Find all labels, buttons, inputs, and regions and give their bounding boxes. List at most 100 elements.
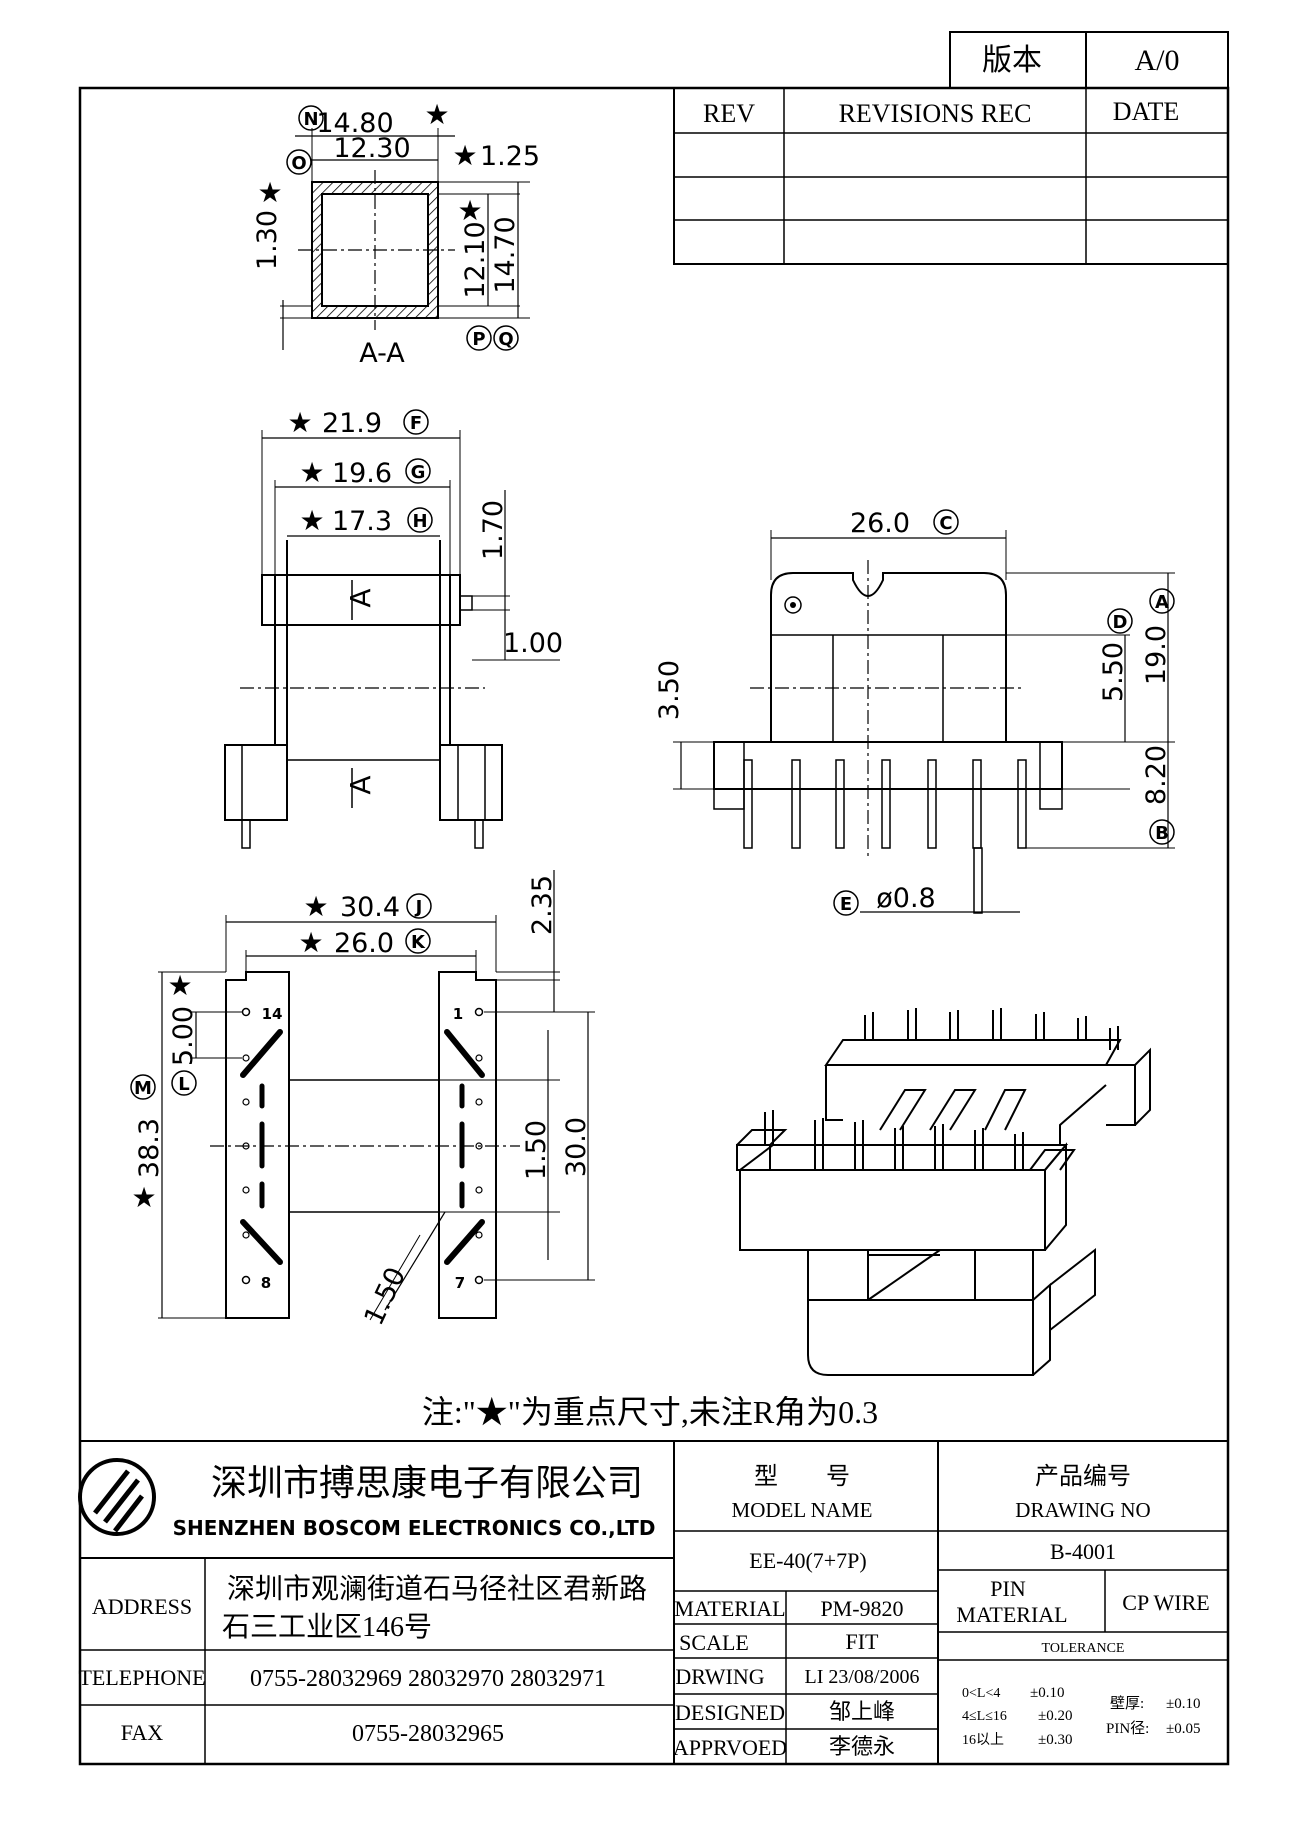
scale-label: SCALE [679, 1630, 749, 1655]
mark-c: C [939, 513, 952, 534]
dim-side-top: 1.70 [478, 500, 509, 560]
company-logo [78, 1458, 156, 1536]
mark-l: L [178, 1074, 189, 1095]
star-n: ★ [424, 98, 449, 131]
mark-m: M [134, 1078, 152, 1099]
bottom-slots [240, 1029, 485, 1265]
front-pins [743, 759, 1027, 849]
drawing-no-label-cn: 产品编号 [1035, 1463, 1131, 1490]
dim-outer-width: 14.80 [316, 108, 393, 139]
mark-g: G [411, 462, 426, 483]
tol-wall-label: 壁厚: [1110, 1695, 1144, 1712]
telephone-value: 0755-28032969 28032970 28032971 [250, 1666, 606, 1692]
pin-value: CP WIRE [1122, 1590, 1209, 1615]
version-label: 版本 [982, 44, 1042, 77]
tol-r2-val: ±0.20 [1038, 1708, 1072, 1724]
dim-bottom-top: 2.35 [527, 875, 558, 935]
dim-mid: 1.50 [521, 1120, 552, 1180]
bottom-view: ★ 30.4 J ★ 26.0 K [130, 870, 595, 1331]
address-label: ADDRESS [92, 1594, 192, 1619]
rev-header: REV [703, 99, 755, 128]
scale-value: FIT [846, 1629, 880, 1654]
dim-c: 26.0 [850, 508, 910, 539]
dim-a: 19.0 [1141, 625, 1172, 685]
section-mark-top: A [344, 588, 377, 607]
star-m: ★ [131, 1181, 156, 1214]
bottom-pin-holes [241, 1007, 484, 1285]
dim-inner-width: 12.30 [333, 133, 410, 164]
tol-wall-val: ±0.10 [1166, 1696, 1200, 1712]
drawing-label: DRWING [675, 1664, 764, 1689]
version-value: A/0 [1135, 44, 1180, 77]
dim-wall-left: 1.30 [252, 210, 283, 270]
fax-label: FAX [121, 1720, 163, 1745]
drawing-frame [78, 86, 1230, 1766]
note-text: 注:"★"为重点尺寸,未注R角为0.3 [422, 1394, 878, 1430]
tol-r1-range: 0<L<4 [962, 1686, 1000, 1701]
mark-j: J [414, 897, 423, 918]
dim-l: 5.00 [168, 1006, 199, 1066]
drawing-value: LI 23/08/2006 [805, 1666, 920, 1688]
tol-r3-val: ±0.30 [1038, 1732, 1072, 1748]
mark-d: D [1113, 612, 1128, 633]
isometric-view [736, 1008, 1151, 1376]
pin-label-2: MATERIAL [956, 1602, 1067, 1627]
mark-n: N [303, 109, 318, 130]
dim-g: 19.6 [332, 458, 392, 489]
pin-label-1: PIN [990, 1576, 1026, 1601]
mark-p: P [472, 329, 485, 350]
revisions-rec-header: REVISIONS REC [839, 99, 1032, 128]
material-label: MATERIAL [674, 1596, 785, 1621]
dim-bottom-right: 30.0 [561, 1117, 592, 1177]
front-view: 26.0 C 3.50 [654, 508, 1175, 916]
mark-k: K [411, 932, 426, 953]
telephone-label: TELEPHONE [78, 1665, 205, 1690]
date-header: DATE [1113, 97, 1179, 126]
section-mark-bottom: A [344, 775, 377, 794]
tol-r2-range: 4≤L≤16 [962, 1709, 1007, 1724]
pin-7-label: 7 [455, 1274, 465, 1292]
tol-pin-label: PIN径: [1106, 1720, 1149, 1737]
section-label: A-A [359, 338, 405, 369]
mark-f: F [410, 413, 422, 434]
star-l: ★ [167, 969, 192, 1002]
drawing-no-label-en: DRAWING NO [1015, 1498, 1150, 1522]
tol-r1-val: ±0.10 [1030, 1685, 1064, 1701]
model-value: EE-40(7+7P) [749, 1548, 867, 1573]
mark-b: B [1155, 823, 1169, 844]
tolerance-label: TOLERANCE [1042, 1641, 1125, 1656]
star-inner-height: ★ [457, 194, 482, 227]
pin-1-label: 1 [453, 1005, 463, 1023]
tol-r3-range: 16以上 [962, 1732, 1004, 1748]
mark-h: H [412, 511, 427, 532]
pin-14-label: 14 [262, 1005, 283, 1023]
model-label-cn: 型 号 [754, 1463, 850, 1490]
company-name-cn: 深圳市搏思康电子有限公司 [211, 1463, 643, 1503]
fax-value: 0755-28032965 [352, 1721, 504, 1747]
dim-pin: ø0.8 [876, 883, 935, 914]
designed-value: 邹上峰 [829, 1699, 895, 1724]
star-g: ★ [299, 456, 324, 489]
dim-k: 26.0 [334, 928, 394, 959]
approved-label: APPRVOED [673, 1735, 787, 1760]
dim-b: 8.20 [1141, 745, 1172, 805]
dim-f: 21.9 [322, 408, 382, 439]
dim-wall: 1.25 [480, 141, 540, 172]
star-k: ★ [298, 926, 323, 959]
model-label-en: MODEL NAME [732, 1498, 873, 1522]
dim-j: 30.4 [340, 892, 400, 923]
version-box: 版本 A/0 [949, 31, 1229, 89]
star-j: ★ [303, 890, 328, 923]
side-view: ★ 21.9 F ★ 19.6 G ★ 17.3 H A A [224, 406, 563, 849]
star-wall-left: ★ [257, 176, 282, 209]
dim-m: 38.3 [134, 1118, 165, 1178]
star-f: ★ [287, 406, 312, 439]
address-line2: 石三工业区146号 [222, 1612, 432, 1643]
dim-diag: 1.50 [359, 1263, 413, 1331]
mark-q: Q [498, 329, 513, 350]
title-block: 深圳市搏思康电子有限公司 SHENZHEN BOSCOM ELECTRONICS… [78, 1440, 1228, 1764]
tol-pin-val: ±0.05 [1166, 1721, 1200, 1737]
revisions-table: REV REVISIONS REC DATE [673, 87, 1229, 265]
dim-front-left: 3.50 [654, 660, 685, 720]
mark-a: A [1155, 592, 1169, 613]
